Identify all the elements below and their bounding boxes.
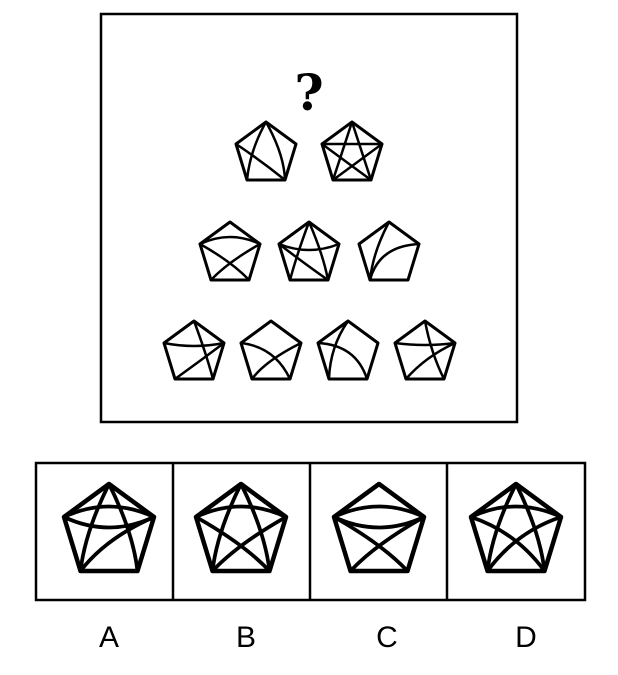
pyramid-figure-3-3 [316, 319, 380, 381]
pyramid-figure-2-2 [277, 220, 341, 282]
option-a-cell[interactable] [64, 484, 154, 571]
pyramid-figure-1-2 [320, 120, 384, 182]
option-c-label: C [376, 621, 398, 654]
pyramid-figure-3-1 [162, 319, 226, 381]
pyramid-figure-2-1 [198, 220, 262, 282]
option-b-cell[interactable] [196, 484, 286, 571]
pyramid-figure-3-2 [239, 319, 303, 381]
option-b-label: B [236, 621, 256, 654]
option-a-label: A [99, 621, 119, 654]
option-d-label: D [515, 621, 537, 654]
pyramid-figure-2-3 [357, 220, 421, 282]
question-mark: ? [294, 63, 323, 122]
option-c-cell[interactable] [334, 484, 424, 571]
pyramid-figure-3-4 [393, 319, 457, 381]
pyramid-figure-1-1 [234, 120, 298, 182]
question-panel [99, 12, 519, 424]
option-d-cell[interactable] [471, 484, 561, 571]
